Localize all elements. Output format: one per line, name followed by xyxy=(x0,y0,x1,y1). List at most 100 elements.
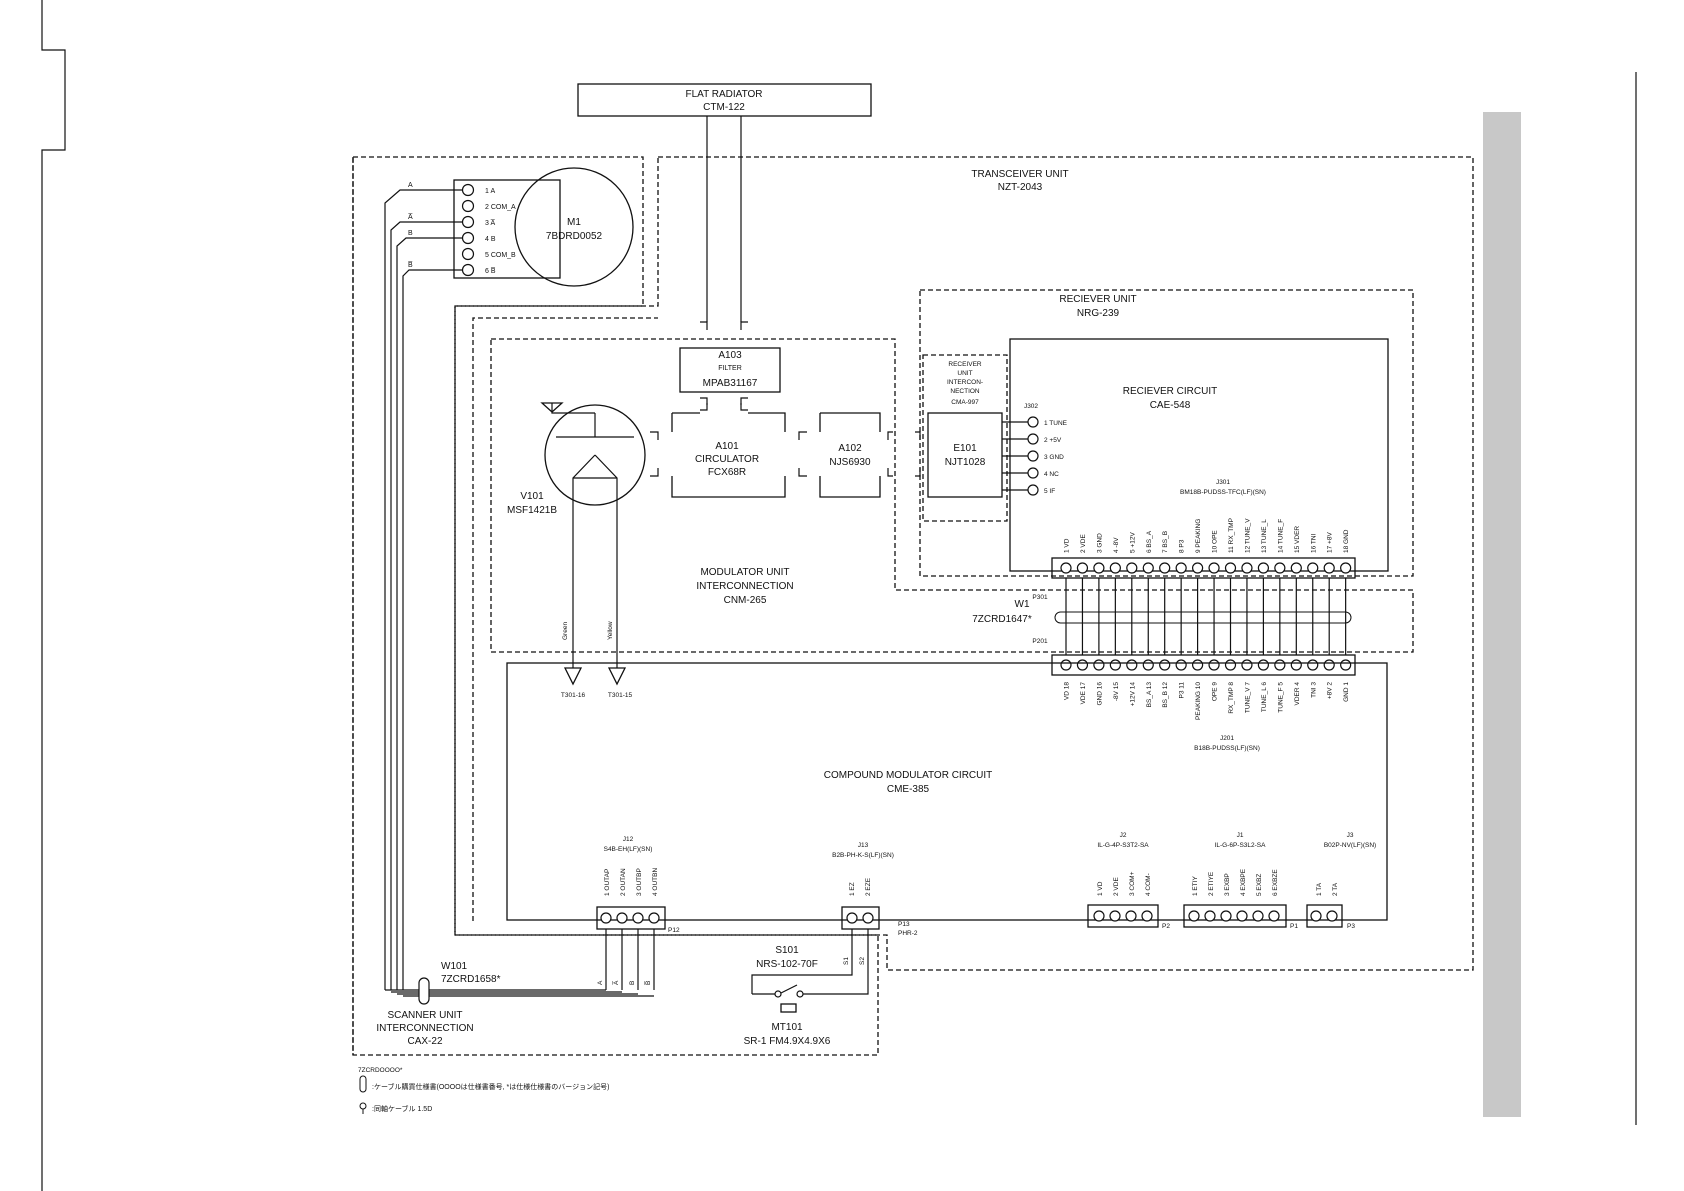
j3-plug: P3 xyxy=(1347,923,1355,930)
isolator-a102: A102 NJS6930 xyxy=(819,412,893,498)
receiver-unit-name: RECIEVER UNIT xyxy=(1059,294,1136,305)
j201-pin-label: GND 1 xyxy=(1343,682,1350,702)
j201-pin-label: TUNE_F 5 xyxy=(1277,682,1284,713)
j301-pin-label: 18 GND xyxy=(1343,529,1350,553)
circulator-ref: A101 xyxy=(715,441,739,452)
motor-wire-bbar: B̅ xyxy=(407,261,413,269)
j201-pin-circle xyxy=(1060,659,1072,671)
j302-pin-1: 1 TUNE xyxy=(1044,420,1068,427)
j13-plug-model: PHR-2 xyxy=(898,930,918,937)
rx-inter-l3: INTERCON- xyxy=(947,379,983,386)
motor-pins: 1 A 2 COM_A 3 A̅ 4 B 5 COM_B 6 B̅ xyxy=(461,183,516,277)
legend: 7ZCRDOOOO* :ケーブル購買仕様書(OOOOは仕様書番号, *は仕様仕様… xyxy=(358,1067,609,1114)
j3-model: B02P-NV(LF)(SN) xyxy=(1324,842,1376,849)
filter-model: MPAB31167 xyxy=(703,378,758,389)
scanner-unit: SCANNER UNIT INTERCONNECTION CAX-22 xyxy=(352,156,879,1056)
j12-wire-a: A xyxy=(597,980,604,985)
e101-model: NJT1028 xyxy=(945,457,986,468)
j301-pin-label: 15 VDER xyxy=(1294,526,1301,553)
j301-ref: J301 xyxy=(1216,479,1230,486)
j301-pin-circle xyxy=(1142,562,1154,574)
j301-pin-label: 17 +8V xyxy=(1327,532,1334,553)
s101-model: NRS-102-70F xyxy=(756,959,818,970)
w101-model: 7ZCRD1658* xyxy=(441,974,501,985)
j1-pin-5: 5 EXBZ xyxy=(1256,874,1263,896)
j301-pin-label: 16 TNI xyxy=(1310,533,1317,553)
j301-pin-label: 14 TUNE_F xyxy=(1277,519,1284,553)
j12-pin-1: 1 OUTAP xyxy=(604,869,611,896)
j201-pin-label: -8V 15 xyxy=(1113,682,1120,702)
v101-ref: V101 xyxy=(520,491,544,502)
j201-pin-circle xyxy=(1093,659,1105,671)
modulator-line2: INTERCONNECTION xyxy=(696,581,793,592)
wire-yellow-label: Yellow xyxy=(607,621,614,640)
j13-wire-s1: S1 xyxy=(843,957,850,965)
j201-pin-circle xyxy=(1274,659,1286,671)
j12-plug: P12 xyxy=(668,927,680,934)
w101-ref: W101 xyxy=(441,961,468,972)
j301-pin-label: 3 GND xyxy=(1096,533,1103,553)
j2-pin-4: 4 COM- xyxy=(1145,873,1152,896)
connector-j1: J1 IL-G-6P-S3L2-SA 1 ETIY 2 ETIYE 3 EXBP… xyxy=(1183,832,1298,930)
j302-pin-2: 2 +5V xyxy=(1044,437,1062,444)
j12-ref: J12 xyxy=(623,836,634,843)
j201-pin-circle xyxy=(1241,659,1253,671)
j1-pin-1: 1 ETIY xyxy=(1192,875,1199,896)
j302-pin-4: 4 NC xyxy=(1044,471,1059,478)
j301-pin-label: 7 BS_B xyxy=(1162,531,1169,553)
j201-pin-label: VDE 17 xyxy=(1080,682,1087,705)
j301-pin-label: 4 -8V xyxy=(1113,537,1120,553)
j301-pin-label: 8 P3 xyxy=(1179,539,1186,553)
j2-pin-2: 2 VDE xyxy=(1113,877,1120,896)
legend-cable-code: 7ZCRDOOOO* xyxy=(358,1067,403,1074)
s101-ref: S101 xyxy=(775,945,799,956)
j301-pin-label: 1 VD xyxy=(1064,538,1071,553)
j301-pin-circle xyxy=(1175,562,1187,574)
j2-plug: P2 xyxy=(1162,923,1170,930)
compound-name: COMPOUND MODULATOR CIRCUIT xyxy=(824,770,993,781)
rx-inter-l2: UNIT xyxy=(957,370,972,377)
j13-model: B2B-PH-K-S(LF)(SN) xyxy=(832,852,894,859)
j301-pin-label: 6 BS_A xyxy=(1146,530,1153,553)
a102-ref: A102 xyxy=(838,443,862,454)
j201-pin-circle xyxy=(1290,659,1302,671)
j201-pin-circle xyxy=(1191,659,1204,671)
j201-pin-label: TUNE_L 6 xyxy=(1261,682,1268,712)
a102-model: NJS6930 xyxy=(829,457,871,468)
receiver-circuit-name: RECIEVER CIRCUIT xyxy=(1123,386,1217,397)
j301-pin-label: 13 TUNE_L xyxy=(1261,519,1268,553)
legend-cable-note: :ケーブル購買仕様書(OOOOは仕様書番号, *は仕様仕様書のバージョン記号) xyxy=(372,1082,609,1091)
j201-pin-label: VD 18 xyxy=(1064,682,1071,700)
j201-pin-circle xyxy=(1109,659,1121,671)
w1-p301: P301 xyxy=(1032,594,1048,601)
connector-j12: J12 S4B-EH(LF)(SN) 1 OUTAP 2 OUTAN 3 OUT… xyxy=(596,836,680,990)
waveguide xyxy=(700,116,748,411)
motor-pin-3: 3 A̅ xyxy=(485,219,496,227)
e101-ref: E101 xyxy=(953,443,977,454)
j201-pin-circle xyxy=(1159,659,1171,671)
motor-wire-b: B xyxy=(408,230,413,237)
radiator-name: FLAT RADIATOR xyxy=(685,89,762,100)
connector-j3: J3 B02P-NV(LF)(SN) 1 TA 2 TA P3 xyxy=(1306,832,1376,930)
cable-w1: W1 7ZCRD1647* P301 P201 xyxy=(972,578,1352,655)
j201-pin-label: VDER 4 xyxy=(1294,682,1301,706)
j301-pin-circle xyxy=(1274,562,1286,574)
j1-ref: J1 xyxy=(1237,832,1244,839)
j201-pin-circle xyxy=(1257,659,1270,671)
mt101-model: SR-1 FM4.9X4.9X6 xyxy=(744,1036,831,1047)
j301-pin-circle xyxy=(1208,562,1220,574)
j12-model: S4B-EH(LF)(SN) xyxy=(604,846,653,853)
page-frame xyxy=(41,0,1637,1191)
j201-pin-label: +8V 2 xyxy=(1327,682,1334,700)
j201-pin-circle xyxy=(1142,659,1154,671)
flat-radiator: FLAT RADIATOR CTM-122 xyxy=(577,83,872,117)
rx-inter-l1: RECEIVER xyxy=(948,361,982,368)
j201-pin-circle xyxy=(1340,659,1352,671)
j301-pin-circle xyxy=(1126,562,1138,574)
j201-pin-label: GND 16 xyxy=(1096,682,1103,706)
j201-pin-label: +12V 14 xyxy=(1129,682,1136,707)
j201-pin-circle xyxy=(1175,659,1187,671)
j301-pin-circle xyxy=(1191,562,1204,574)
